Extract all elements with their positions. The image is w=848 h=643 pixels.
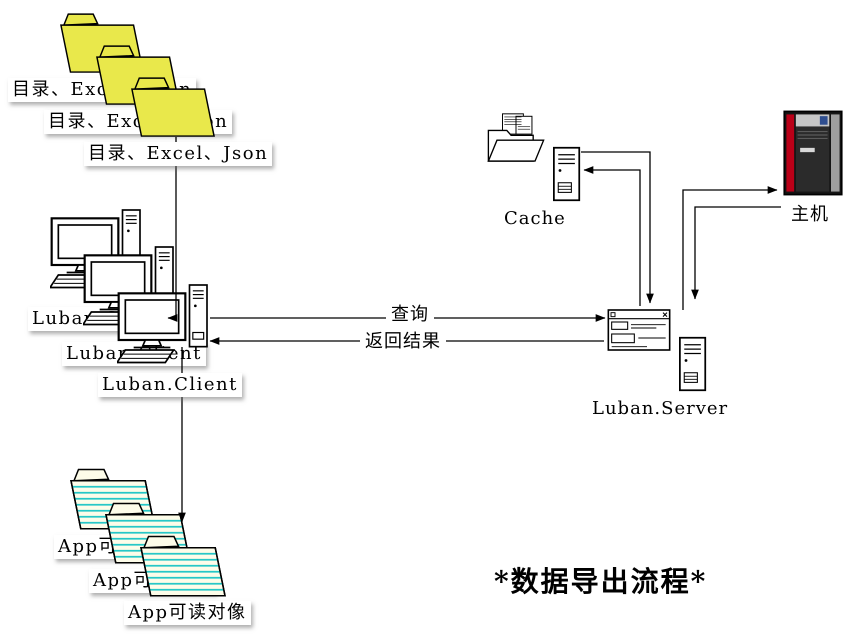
query-edge-label: 查询	[386, 303, 434, 327]
edge-server-to-host	[682, 186, 778, 310]
result-edge-label: 返回结果	[360, 330, 446, 354]
edge-host-to-server	[691, 206, 781, 300]
cache-label: Cache	[504, 208, 566, 229]
host-label: 主机	[791, 204, 829, 225]
server-label: Luban.Server	[592, 398, 729, 419]
workstation-icon	[117, 280, 217, 365]
export-folder-label: 目录、Excel、Json	[84, 142, 273, 166]
app-object-doc-icon	[138, 529, 228, 601]
app-object-label: App可读对像	[124, 601, 251, 625]
server-tower-icon	[678, 336, 708, 392]
server-app-window-icon	[607, 308, 671, 352]
cache-server-tower-icon	[552, 146, 582, 202]
cache-folder-icon	[485, 112, 547, 166]
mainframe-host-icon	[783, 110, 843, 196]
client-label: Luban.Client	[98, 373, 242, 397]
edge-cache-to-server	[581, 151, 654, 304]
edge-server-to-cache	[583, 166, 641, 306]
diagram-title: *数据导出流程*	[494, 565, 708, 598]
export-folder-icon	[129, 72, 217, 140]
